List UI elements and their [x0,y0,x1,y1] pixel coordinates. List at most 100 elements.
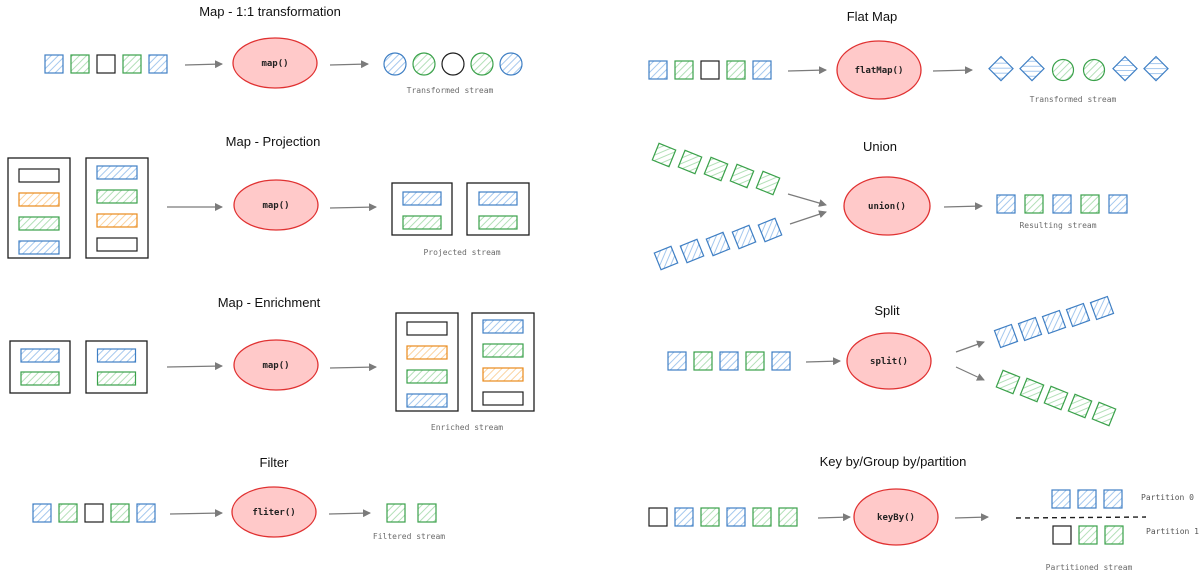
record-field [18,168,60,183]
stream-element [757,217,783,243]
operator-label: keyBy() [877,513,915,523]
record-field [402,191,442,206]
flow-arrow [166,362,223,371]
stream-element [996,194,1016,214]
stream-element-circle [499,52,523,76]
section-title: Split [874,303,900,318]
section-title: Union [863,139,897,154]
stream-element [1017,316,1043,342]
operator-node [843,176,931,236]
partition-0-stream [1051,489,1123,509]
stream-element [679,238,705,264]
stream-caption: Projected stream [423,248,500,257]
flow-arrow [954,513,989,522]
flow-arrow [789,210,827,225]
operator-node [232,37,318,89]
stream-element-diamond [988,55,1014,82]
stream-element [1104,525,1124,545]
operator-label: fliter() [252,507,295,518]
flow-arrow [805,357,841,366]
section-flat-map: Flat Map flatMap() Transformed stream [648,9,1169,104]
stream-element [1077,489,1097,509]
stream-element-diamond [1143,55,1169,82]
operator-node [231,486,317,538]
record-field [402,215,442,230]
record-field [406,345,448,360]
record-field [96,213,138,228]
input-stream [648,507,798,527]
stream-element [648,60,668,80]
input-records [9,340,148,394]
flow-arrow [955,340,985,353]
operator-node [846,332,932,390]
operator-label: map() [262,201,289,211]
stream-element-diamond [1112,55,1138,82]
stream-element [1089,295,1115,321]
stream-element [648,507,668,527]
section-title: Flat Map [847,9,898,24]
stream-element [703,156,729,182]
stream-element [726,60,746,80]
section-map-projection: Map - Projection map() Projected stream [7,134,530,259]
record-field [482,343,524,358]
section-split: Split split() [667,295,1117,427]
record-field [406,369,448,384]
stream-element [755,170,781,196]
stream-element [70,54,90,74]
record-field [18,216,60,231]
record-field [96,371,137,386]
stream-caption: Filtered stream [373,532,445,541]
record-field [96,189,138,204]
stream-element [96,54,116,74]
operator-node [836,40,922,100]
flow-arrow [169,509,223,518]
stream-element [148,54,168,74]
flow-arrow [329,60,369,69]
stream-element [752,60,772,80]
stream-element [674,507,694,527]
stream-caption: Transformed stream [1030,95,1117,104]
operator-label: union() [868,201,906,212]
stream-element [995,369,1021,395]
record-field [482,367,524,382]
stream-element [729,163,755,189]
record-field [96,165,138,180]
stream-element [1080,194,1100,214]
stream-element [136,503,156,523]
stream-element [32,503,52,523]
stream-element [778,507,798,527]
stream-element [752,507,772,527]
stream-element [771,351,791,371]
stream-element [731,224,757,250]
stream-element-circle [441,52,465,76]
flow-arrow [787,66,827,75]
stream-element [1103,489,1123,509]
record-field [18,192,60,207]
stream-element-circle [383,52,407,76]
output-stream [383,52,523,76]
stream-caption: Enriched stream [431,423,503,432]
section-filter: Filter fliter() Filtered stream [32,455,445,541]
partition-divider [1015,516,1147,519]
record-field [406,393,448,408]
input-records [7,157,149,259]
stream-element [1024,194,1044,214]
input-stream [32,503,156,523]
operator-node [233,339,319,391]
stream-element [1067,393,1093,419]
stream-element [1052,525,1072,545]
stream-caption: Resulting stream [1019,221,1096,230]
operator-label: map() [262,361,289,371]
flow-arrow [943,202,983,211]
stream-caption: Transformed stream [407,86,494,95]
flow-arrow [932,66,973,75]
record-field [20,348,60,363]
stream-element-circle [1051,58,1075,82]
stream-element [1041,309,1067,335]
section-title: Key by/Group by/partition [820,454,967,469]
output-stream-up [993,295,1115,349]
flow-arrow [955,366,985,381]
stream-element-diamond [1019,55,1045,82]
stream-element [705,231,731,257]
